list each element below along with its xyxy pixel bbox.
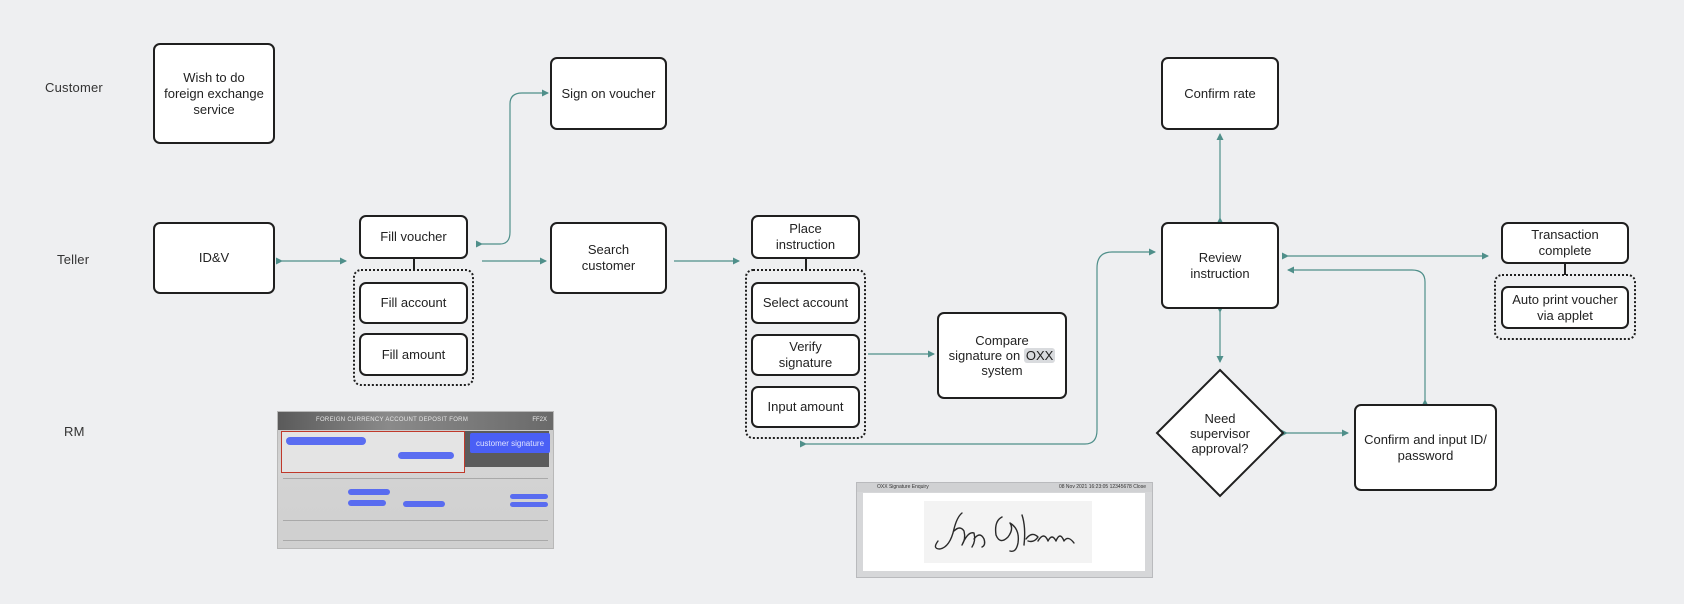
compare-signature-prefix: Compare signature on: [948, 333, 1029, 363]
node-transaction-complete-label: Transaction complete: [1531, 227, 1599, 258]
node-select-account: Select account: [751, 282, 860, 324]
signature-window-meta: 08 Nov 2021 16:23:05 12345678 Close: [1058, 484, 1146, 490]
voucher-photo: FOREIGN CURRENCY ACCOUNT DEPOSIT FORM FF…: [277, 411, 554, 549]
node-fill-amount-label: Fill amount: [381, 346, 446, 362]
node-compare-signature: Compare signature on OXX system: [937, 312, 1067, 399]
signature-window-title: OXX Signature Enquiry: [877, 484, 929, 490]
node-verify-signature-label: Verify signature: [778, 339, 833, 370]
node-confirm-input-id: Confirm and input ID/ password: [1354, 404, 1497, 491]
node-place-instruction-label: Place instruction: [775, 221, 836, 252]
node-input-amount-label: Input amount: [767, 399, 844, 414]
node-sign-voucher-label: Sign on voucher: [561, 85, 656, 101]
node-fill-voucher-label: Fill voucher: [380, 229, 447, 244]
node-sign-voucher: Sign on voucher: [550, 57, 667, 130]
node-place-instruction: Place instruction: [751, 215, 860, 259]
lane-label-teller: Teller: [57, 252, 90, 267]
node-confirm-input-id-label: Confirm and input ID/ password: [1364, 431, 1487, 463]
node-fill-amount: Fill amount: [359, 333, 468, 376]
node-auto-print-label: Auto print voucher via applet: [1512, 291, 1618, 323]
voucher-redaction-5: [348, 500, 386, 506]
connector-complete-group: [1564, 264, 1566, 275]
node-review-instruction-label: Review instruction: [1190, 249, 1250, 281]
node-input-amount: Input amount: [751, 386, 860, 428]
arrow-confirm-id-to-review: [1287, 266, 1429, 406]
lane-label-customer: Customer: [45, 80, 103, 95]
voucher-rule-1: [283, 478, 548, 479]
voucher-redaction-6: [403, 501, 445, 507]
node-idv: ID&V: [153, 222, 275, 294]
signature-enquiry-window: OXX Signature Enquiry 08 Nov 2021 16:23:…: [856, 482, 1153, 578]
lane-label-rm: RM: [64, 424, 85, 439]
group-auto-print: [1494, 274, 1636, 340]
node-auto-print: Auto print voucher via applet: [1501, 286, 1629, 329]
voucher-redaction-3: [348, 489, 390, 495]
node-confirm-rate-label: Confirm rate: [1184, 85, 1256, 101]
node-wish-fx: Wish to do foreign exchange service: [153, 43, 275, 144]
decision-diamond-shape: [1155, 368, 1285, 498]
signature-window-titlebar: OXX Signature Enquiry 08 Nov 2021 16:23:…: [857, 483, 1152, 492]
voucher-redaction-1: [286, 437, 366, 445]
voucher-customer-signature-text: customer signature: [475, 438, 545, 448]
voucher-code-text: FF2X: [532, 417, 547, 423]
node-search-customer: Search customer: [550, 222, 667, 294]
node-idv-label: ID&V: [198, 250, 230, 265]
node-confirm-rate: Confirm rate: [1161, 57, 1279, 130]
voucher-header-text: FOREIGN CURRENCY ACCOUNT DEPOSIT FORM: [316, 417, 469, 423]
node-transaction-complete: Transaction complete: [1501, 222, 1629, 264]
connector-fill-voucher-group: [413, 259, 415, 270]
voucher-redaction-7: [510, 502, 548, 507]
node-review-instruction: Review instruction: [1161, 222, 1279, 309]
group-fill-voucher-steps: [353, 269, 474, 386]
node-fill-account: Fill account: [359, 282, 468, 324]
node-need-supervisor: Need supervisor approval?: [1155, 368, 1285, 498]
node-select-account-label: Select account: [762, 295, 849, 310]
node-compare-signature-label: Compare signature on OXX system: [947, 333, 1057, 378]
voucher-customer-signature-box: customer signature: [470, 433, 550, 453]
handwritten-signature-image: [934, 512, 1075, 553]
node-search-customer-label: Search customer: [581, 242, 636, 273]
voucher-redaction-2: [398, 452, 454, 459]
group-place-instruction-steps: [745, 269, 866, 439]
node-need-supervisor-label: Need supervisor approval?: [1190, 410, 1250, 456]
signature-pad: [924, 501, 1092, 563]
signature-window-body: [863, 493, 1145, 571]
arrow-fill-to-sign: [476, 89, 549, 248]
connector-place-group: [805, 259, 807, 270]
node-fill-account-label: Fill account: [380, 295, 447, 310]
voucher-header-strip: FOREIGN CURRENCY ACCOUNT DEPOSIT FORM FF…: [278, 412, 553, 430]
voucher-rule-3: [283, 540, 548, 541]
node-verify-signature: Verify signature: [751, 334, 860, 376]
voucher-redaction-4: [510, 494, 548, 499]
node-fill-voucher: Fill voucher: [359, 215, 468, 259]
compare-signature-system-highlight: OXX: [1023, 348, 1056, 363]
arrow-place-to-review: [800, 248, 1156, 448]
voucher-rule-2: [283, 520, 548, 521]
node-wish-fx-label: Wish to do foreign exchange service: [164, 69, 264, 117]
compare-signature-suffix: system: [981, 363, 1023, 378]
